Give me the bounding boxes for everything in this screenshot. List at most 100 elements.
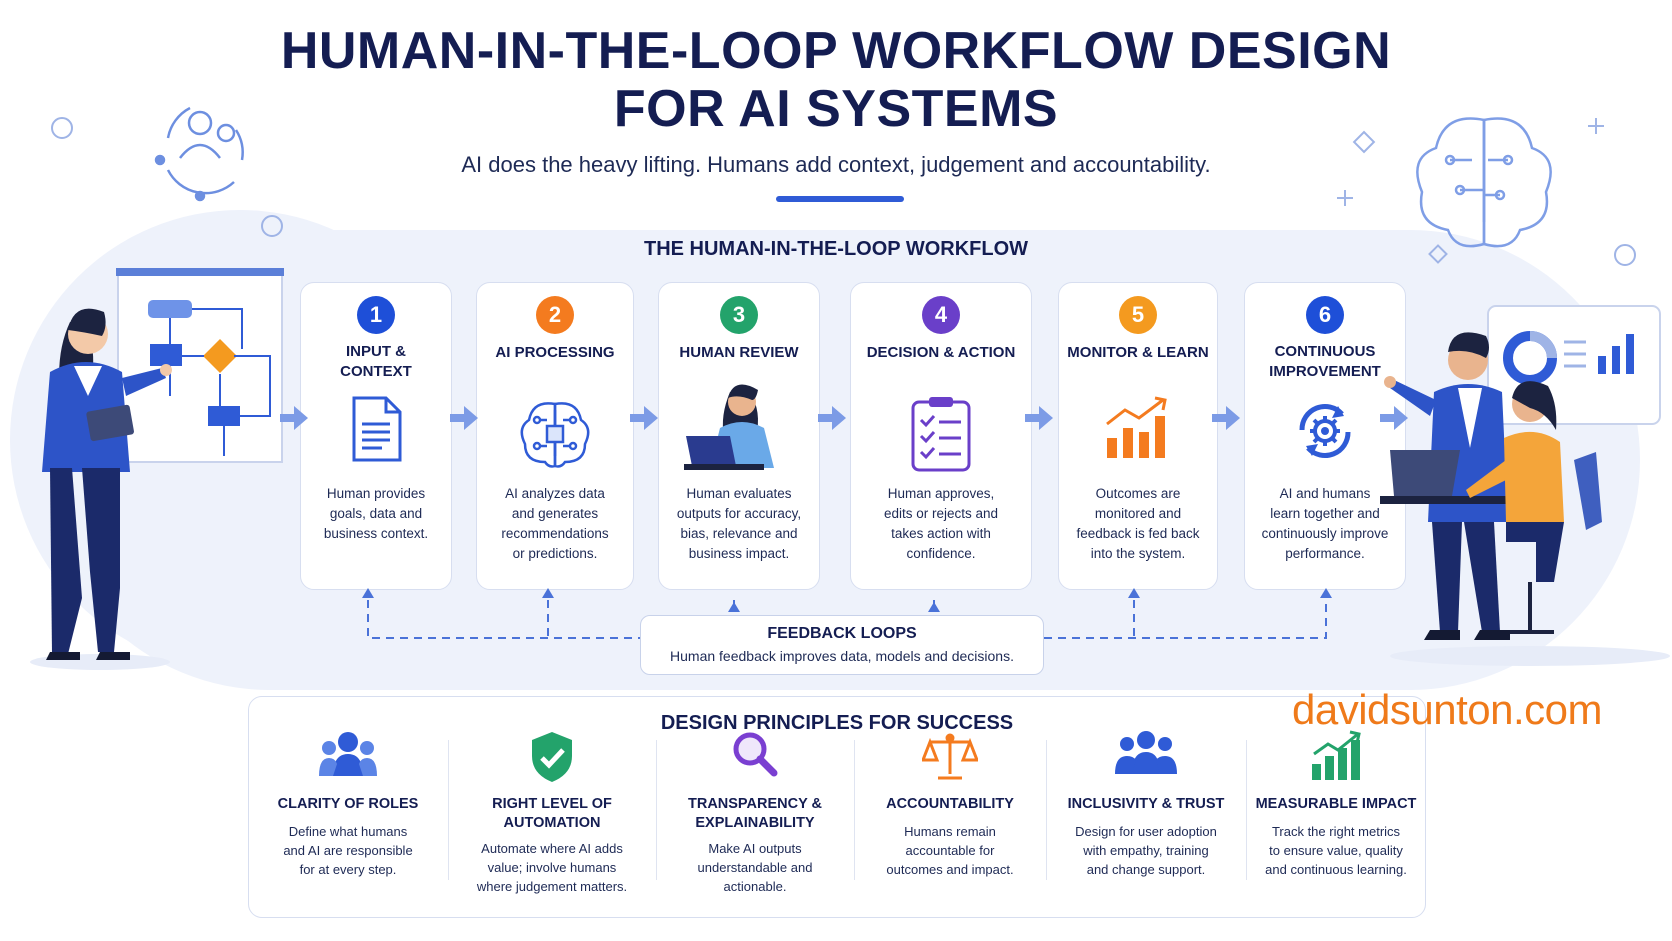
principle-title: MEASURABLE IMPACT <box>1246 795 1426 814</box>
principle-title-line: RIGHT LEVEL OF <box>492 796 612 812</box>
step-description-line: Human approves, <box>887 486 995 501</box>
principle-title: RIGHT LEVEL OF AUTOMATION <box>448 795 656 833</box>
principle-title: CLARITY OF ROLES <box>248 795 448 814</box>
principle-title-line: ACCOUNTABILITY <box>886 796 1014 812</box>
design-principles-panel <box>248 696 1426 918</box>
workflow-title: THE HUMAN-IN-THE-LOOP WORKFLOW <box>643 238 1029 260</box>
principles-title: DESIGN PRINCIPLES FOR SUCCESS <box>660 712 1014 734</box>
step-description-line: confidence. <box>906 546 976 561</box>
feedback-title: FEEDBACK LOOPS <box>767 625 917 642</box>
feedback-loop-arrowheads <box>362 588 1332 612</box>
principle-description: Automate where AI adds value; involve hum… <box>452 839 652 896</box>
scales-icon <box>854 730 1046 787</box>
arrow-1-2 <box>450 406 478 430</box>
principle-divider <box>656 740 657 880</box>
principle-description-line: value; involve humans <box>487 860 617 875</box>
step-description-line: business context. <box>323 526 429 541</box>
team-icon <box>248 730 448 783</box>
principle-description-line: Define what humans <box>288 824 408 839</box>
principle-title-line: TRANSPARENCY & <box>687 796 822 812</box>
step-title-line: AI PROCESSING <box>495 344 615 361</box>
document-icon <box>340 396 412 467</box>
arrow-2-3 <box>630 406 658 430</box>
page-title-line2: FOR AI SYSTEMS <box>613 80 1059 138</box>
presenter-illustration <box>30 268 284 670</box>
shield-check-icon <box>448 730 656 789</box>
page-title-line1: HUMAN-IN-THE-LOOP WORKFLOW DESIGN <box>280 22 1392 80</box>
step-description-line: edits or rejects and <box>883 506 999 521</box>
principle-description-line: for at every step. <box>299 862 397 877</box>
principle-title-line: AUTOMATION <box>503 815 601 831</box>
step-description-line: or predictions. <box>512 546 598 561</box>
reviewer-laptop-icon <box>684 376 794 477</box>
step-description: Human evaluates outputs for accuracy, bias… <box>662 484 816 564</box>
step-description-line: continuously improve <box>1261 526 1389 541</box>
principle-title-line: INCLUSIVITY & TRUST <box>1067 796 1225 812</box>
principle-description-line: accountable for <box>905 843 995 858</box>
principle-description-line: and continuous learning. <box>1265 862 1407 877</box>
step-description-line: AI analyzes data <box>505 486 605 501</box>
principle-description-line: actionable. <box>723 879 787 894</box>
step-description-line: takes action with <box>891 526 991 541</box>
step-description-line: Outcomes are <box>1095 486 1181 501</box>
step-title: INPUT &CONTEXT <box>300 342 452 382</box>
principle-description-line: Design for user adoption <box>1075 824 1217 839</box>
principle-description-line: to ensure value, quality <box>1269 843 1403 858</box>
principle-divider <box>1046 740 1047 880</box>
step-number-badge: 6 <box>1306 296 1344 334</box>
step-description-line: performance. <box>1285 546 1365 561</box>
step-title: HUMAN REVIEW <box>658 343 820 363</box>
principle-title-line: CLARITY OF ROLES <box>277 796 419 812</box>
principle-description-line: where judgement matters. <box>476 879 628 894</box>
step-number-badge: 4 <box>922 296 960 334</box>
arrow-outro <box>1380 406 1408 430</box>
step-description: Outcomes are monitored and feedback is fed… <box>1062 484 1214 564</box>
group-icon <box>1046 730 1246 781</box>
step-description-line: Human provides <box>326 486 426 501</box>
arrow-3-4 <box>818 406 846 430</box>
arrow-5-6 <box>1212 406 1240 430</box>
principle-divider <box>448 740 449 880</box>
step-description-line: bias, relevance and <box>680 526 798 541</box>
step-description-line: business impact. <box>688 546 790 561</box>
step-title: DECISION & ACTION <box>850 343 1032 363</box>
step-description-line: AI and humans <box>1279 486 1371 501</box>
step-title-line: MONITOR & LEARN <box>1067 344 1209 361</box>
bar-growth-icon <box>1246 730 1426 787</box>
principle-divider <box>1246 740 1247 880</box>
step-number-badge: 3 <box>720 296 758 334</box>
principle-description-line: understandable and <box>697 860 813 875</box>
principle-divider <box>854 740 855 880</box>
brain-circuit-icon <box>1416 117 1552 248</box>
step-description-line: monitored and <box>1094 506 1182 521</box>
principle-description-line: Humans remain <box>904 824 996 839</box>
step-number-badge: 2 <box>536 296 574 334</box>
step-description-line: recommendations <box>501 526 609 541</box>
principle-description: Track the right metrics to ensure value, … <box>1250 822 1422 879</box>
refresh-gear-icon <box>1289 396 1361 471</box>
step-description-line: learn together and <box>1270 506 1380 521</box>
step-title-line: IMPROVEMENT <box>1269 363 1381 380</box>
principle-title: INCLUSIVITY & TRUST <box>1046 795 1246 814</box>
step-title-line: DECISION & ACTION <box>866 344 1016 361</box>
team-illustration <box>1380 305 1670 666</box>
principle-title-line: MEASURABLE IMPACT <box>1255 796 1417 812</box>
step-description-line: feedback is fed back <box>1076 526 1200 541</box>
step-description-line: Human evaluates <box>686 486 792 501</box>
page-title: HUMAN-IN-THE-LOOP WORKFLOW DESIGN FOR AI… <box>0 22 1672 138</box>
step-title-line: HUMAN REVIEW <box>679 344 799 361</box>
principle-description-line: Automate where AI adds <box>481 841 623 856</box>
step-description-line: outputs for accuracy, <box>676 506 802 521</box>
magnifier-icon <box>656 730 854 783</box>
principle-description-line: Track the right metrics <box>1271 824 1401 839</box>
people-cycle-icon <box>154 106 244 202</box>
arrow-4-5 <box>1025 406 1053 430</box>
step-description: AI and humans learn together and continuou… <box>1248 484 1402 564</box>
step-title: MONITOR & LEARN <box>1058 343 1218 363</box>
checklist-icon <box>905 396 977 477</box>
